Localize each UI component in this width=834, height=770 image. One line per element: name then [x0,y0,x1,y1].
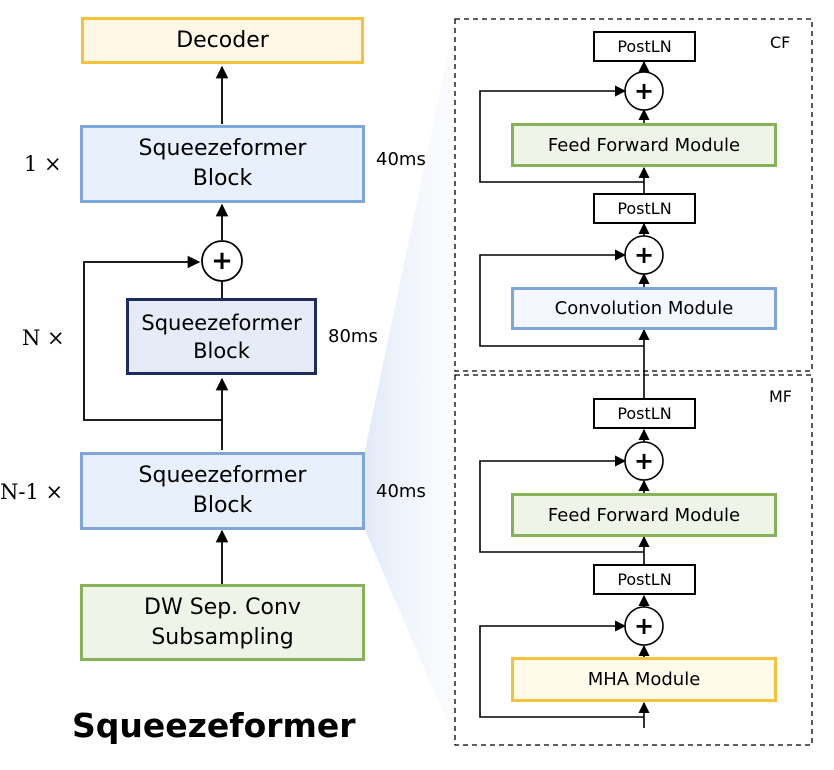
mf-label: MF [769,387,793,406]
squeezeformer-block-bottom: Squeezeformer Block [80,452,365,530]
squeezeformer-block-mid: Squeezeformer Block [126,298,317,375]
mf-add-symbol-2: + [633,612,655,640]
cf-feed-forward-module: Feed Forward Module [511,123,777,167]
diagram-title: Squeezeformer [72,706,356,745]
mf-postln-mid: PostLN [593,564,696,595]
cf-label: CF [770,33,791,52]
subsampling-box: DW Sep. Conv Subsampling [80,584,365,661]
block-top-line1: Squeezeformer [138,136,307,161]
mf-feed-forward-module: Feed Forward Module [511,493,777,537]
latency-top: 40ms [376,149,426,170]
block-mid-line1: Squeezeformer [141,310,302,335]
mf-add-1 [624,441,664,481]
repeat-label-bottom: N-1 × [0,480,64,504]
cf-add-2 [624,235,664,275]
cf-postln-top: PostLN [593,31,696,62]
squeezeformer-block-top: Squeezeformer Block [80,125,365,203]
cf-add-1 [624,71,664,111]
left-add-symbol: + [211,246,233,276]
mf-add-2 [624,606,664,646]
cf-postln-mid: PostLN [593,193,696,224]
block-bottom-line1: Squeezeformer [138,463,307,488]
repeat-label-mid: N × [22,326,65,350]
mf-group-border [454,374,813,746]
mf-add-symbol-1: + [633,447,655,475]
decoder-box: Decoder [81,17,364,64]
mf-mha-module: MHA Module [511,657,777,702]
cf-group-border [454,18,813,372]
left-residual-add [201,240,243,282]
latency-bottom: 40ms [376,481,426,502]
subsampling-line2: Subsampling [151,624,294,650]
expansion-fan [365,20,455,740]
block-bottom-line2: Block [192,493,253,518]
block-top-line2: Block [192,166,253,191]
latency-mid: 80ms [328,326,378,347]
repeat-label-top: 1 × [24,152,62,176]
cf-add-symbol-2: + [633,241,655,269]
subsampling-line1: DW Sep. Conv [144,594,301,620]
cf-add-symbol-1: + [633,77,655,105]
mf-postln-top: PostLN [593,398,696,429]
cf-convolution-module: Convolution Module [511,287,777,330]
block-mid-line2: Block [193,338,250,363]
